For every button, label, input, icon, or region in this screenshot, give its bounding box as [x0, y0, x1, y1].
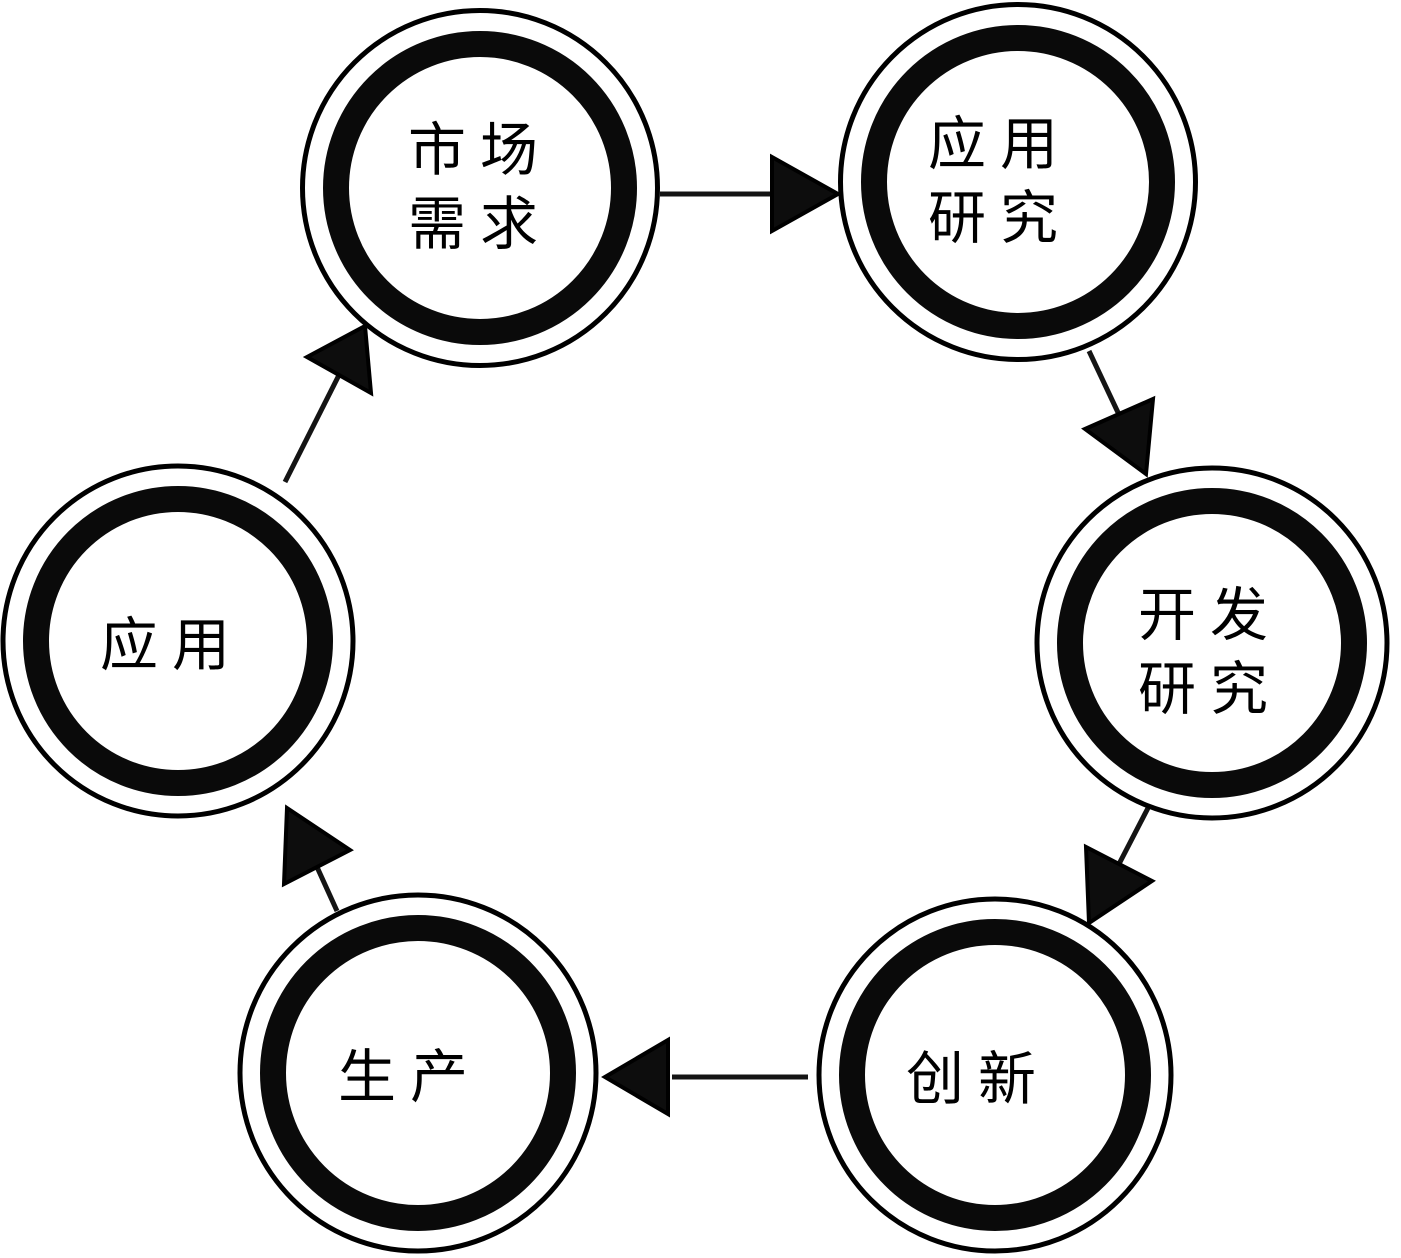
arrowhead-down-right-icon	[1081, 395, 1156, 478]
arrowhead-up-right-icon	[302, 322, 374, 397]
node-outer-circle	[816, 896, 1174, 1254]
node-outer-circle	[0, 463, 356, 819]
arrow-shaft	[282, 373, 342, 484]
node-inner-ring	[839, 919, 1151, 1231]
node-label: 需求	[408, 192, 552, 257]
node-innovation: 创新	[816, 896, 1174, 1254]
arrow-application-to-market-demand	[282, 322, 374, 484]
node-outer-circle	[300, 8, 660, 368]
arrow-shaft	[1116, 806, 1151, 866]
node-inner-ring	[260, 915, 576, 1231]
node-label: 应用	[100, 613, 244, 678]
arrow-applied-research-to-development-research	[1081, 349, 1156, 478]
node-label: 创新	[906, 1047, 1050, 1112]
arrow-market-demand-to-applied-research	[660, 153, 843, 235]
node-label: 应用	[928, 112, 1072, 177]
node-development-research: 开发 研究	[1034, 465, 1390, 821]
node-inner-ring	[323, 31, 637, 345]
node-applied-research: 应用 研究	[838, 2, 1198, 362]
arrow-shaft	[1086, 349, 1125, 423]
node-inner-ring	[1057, 488, 1367, 798]
arrow-shaft	[314, 865, 340, 913]
arrowhead-down-left-icon	[1083, 843, 1156, 927]
node-inner-ring	[23, 486, 333, 796]
node-inner-ring	[861, 25, 1175, 339]
arrow-development-research-to-innovation	[1083, 806, 1156, 927]
node-label: 生产	[338, 1045, 482, 1110]
arrowhead-up-left-icon	[281, 804, 354, 888]
node-outer-circle	[1034, 465, 1390, 821]
node-label: 市场	[408, 118, 552, 183]
node-market-demand: 市场 需求	[300, 8, 660, 368]
node-label: 研究	[1138, 657, 1282, 722]
node-label: 开发	[1138, 583, 1282, 648]
arrow-innovation-to-production	[601, 1036, 808, 1118]
node-production: 生产	[237, 892, 599, 1254]
arrowhead-right-icon	[770, 153, 843, 235]
node-application: 应用	[0, 463, 356, 819]
arrow-production-to-application	[281, 804, 354, 913]
node-outer-circle	[237, 892, 599, 1254]
node-outer-circle	[838, 2, 1198, 362]
arrowhead-left-icon	[601, 1036, 670, 1118]
node-label: 研究	[928, 186, 1072, 251]
